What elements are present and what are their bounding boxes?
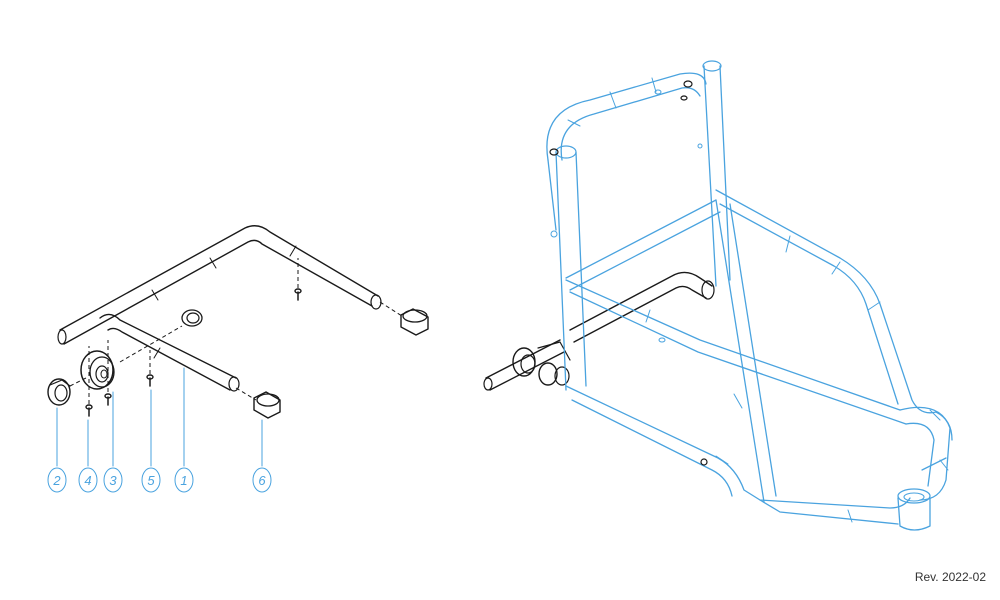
callout-2: 2: [47, 467, 67, 493]
blue-frame: [546, 60, 953, 531]
callout-4: 4: [78, 467, 98, 493]
callout-4-label: 4: [84, 473, 91, 488]
end-cap-part-6: [181, 308, 429, 419]
frame-fasteners: [549, 80, 708, 466]
callout-2-label: 2: [52, 473, 61, 488]
tube-handle-part-1: [57, 225, 382, 392]
screw-part-4: [85, 393, 112, 417]
assembled-handle: [483, 271, 715, 391]
callout-3: 3: [103, 467, 123, 493]
callout-5: 5: [141, 467, 161, 493]
assembly-lines: [69, 258, 403, 404]
hub-part-3: [80, 350, 115, 390]
callout-6-label: 6: [258, 473, 266, 488]
callout-3-label: 3: [109, 473, 117, 488]
screw-part-5: [146, 288, 302, 387]
exploded-view: 2 4 3 5 1 6: [47, 225, 429, 493]
ring-part-2: [47, 378, 71, 406]
assembled-frame-view: [483, 60, 953, 531]
revision-label: Rev. 2022-02: [914, 570, 986, 584]
callout-6: 6: [252, 467, 272, 493]
callout-leaders: [56, 367, 263, 467]
callout-1: 1: [174, 467, 194, 493]
callout-1-label: 1: [180, 473, 187, 488]
callout-5-label: 5: [147, 473, 155, 488]
